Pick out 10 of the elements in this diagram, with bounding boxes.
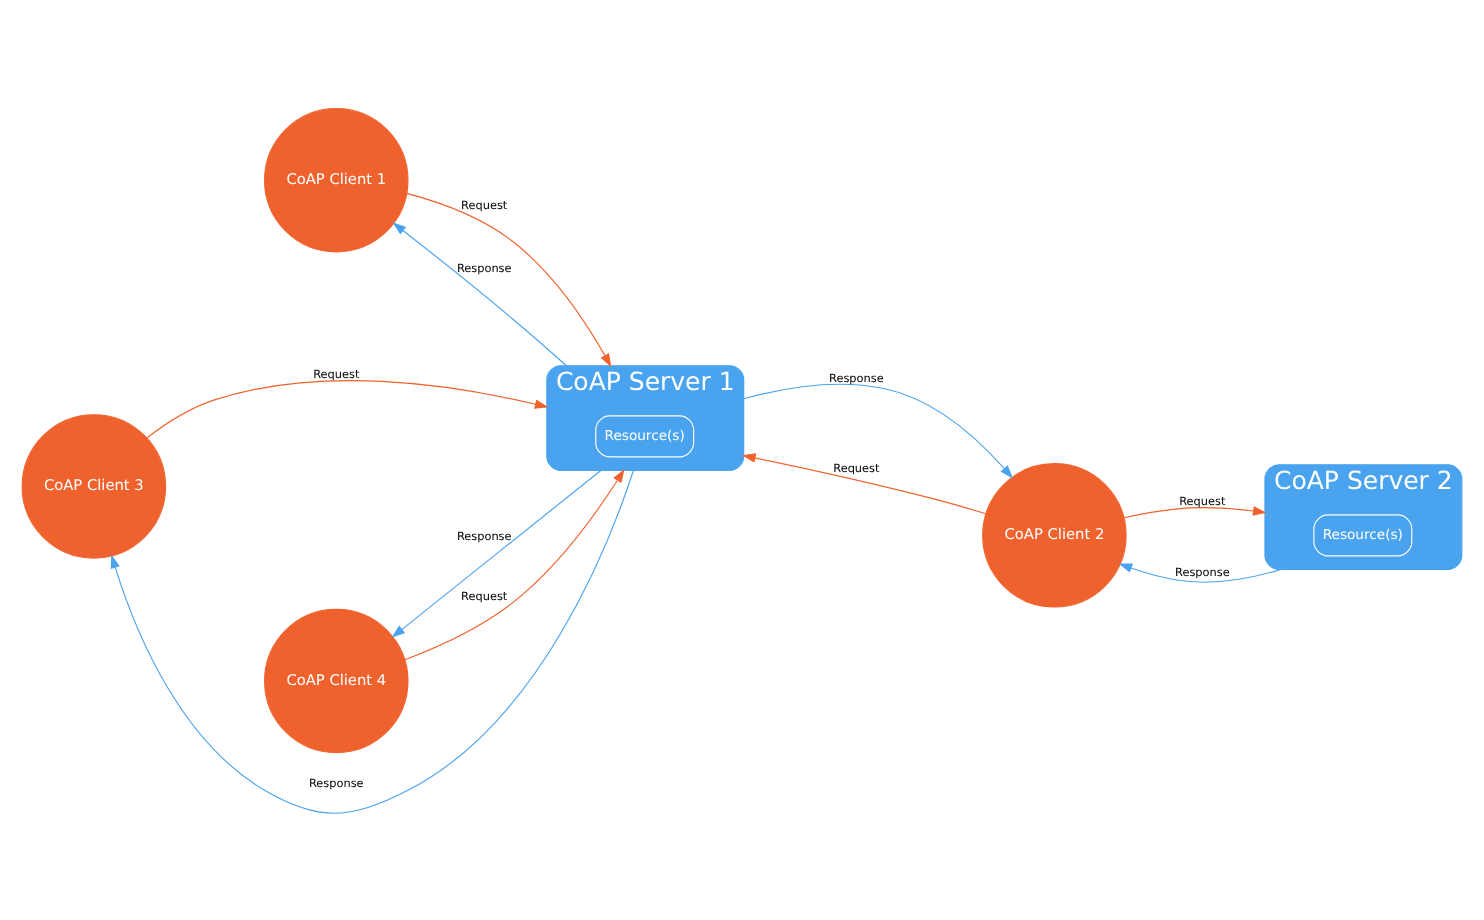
arrow <box>110 468 634 813</box>
arrow <box>1118 562 1282 582</box>
arrow <box>406 191 612 367</box>
arrow <box>743 382 1014 478</box>
arrow <box>404 468 625 660</box>
arrow <box>1123 505 1267 518</box>
arrow <box>742 452 987 514</box>
arrow <box>146 379 549 438</box>
arrow <box>391 468 602 637</box>
arrow <box>392 221 568 366</box>
